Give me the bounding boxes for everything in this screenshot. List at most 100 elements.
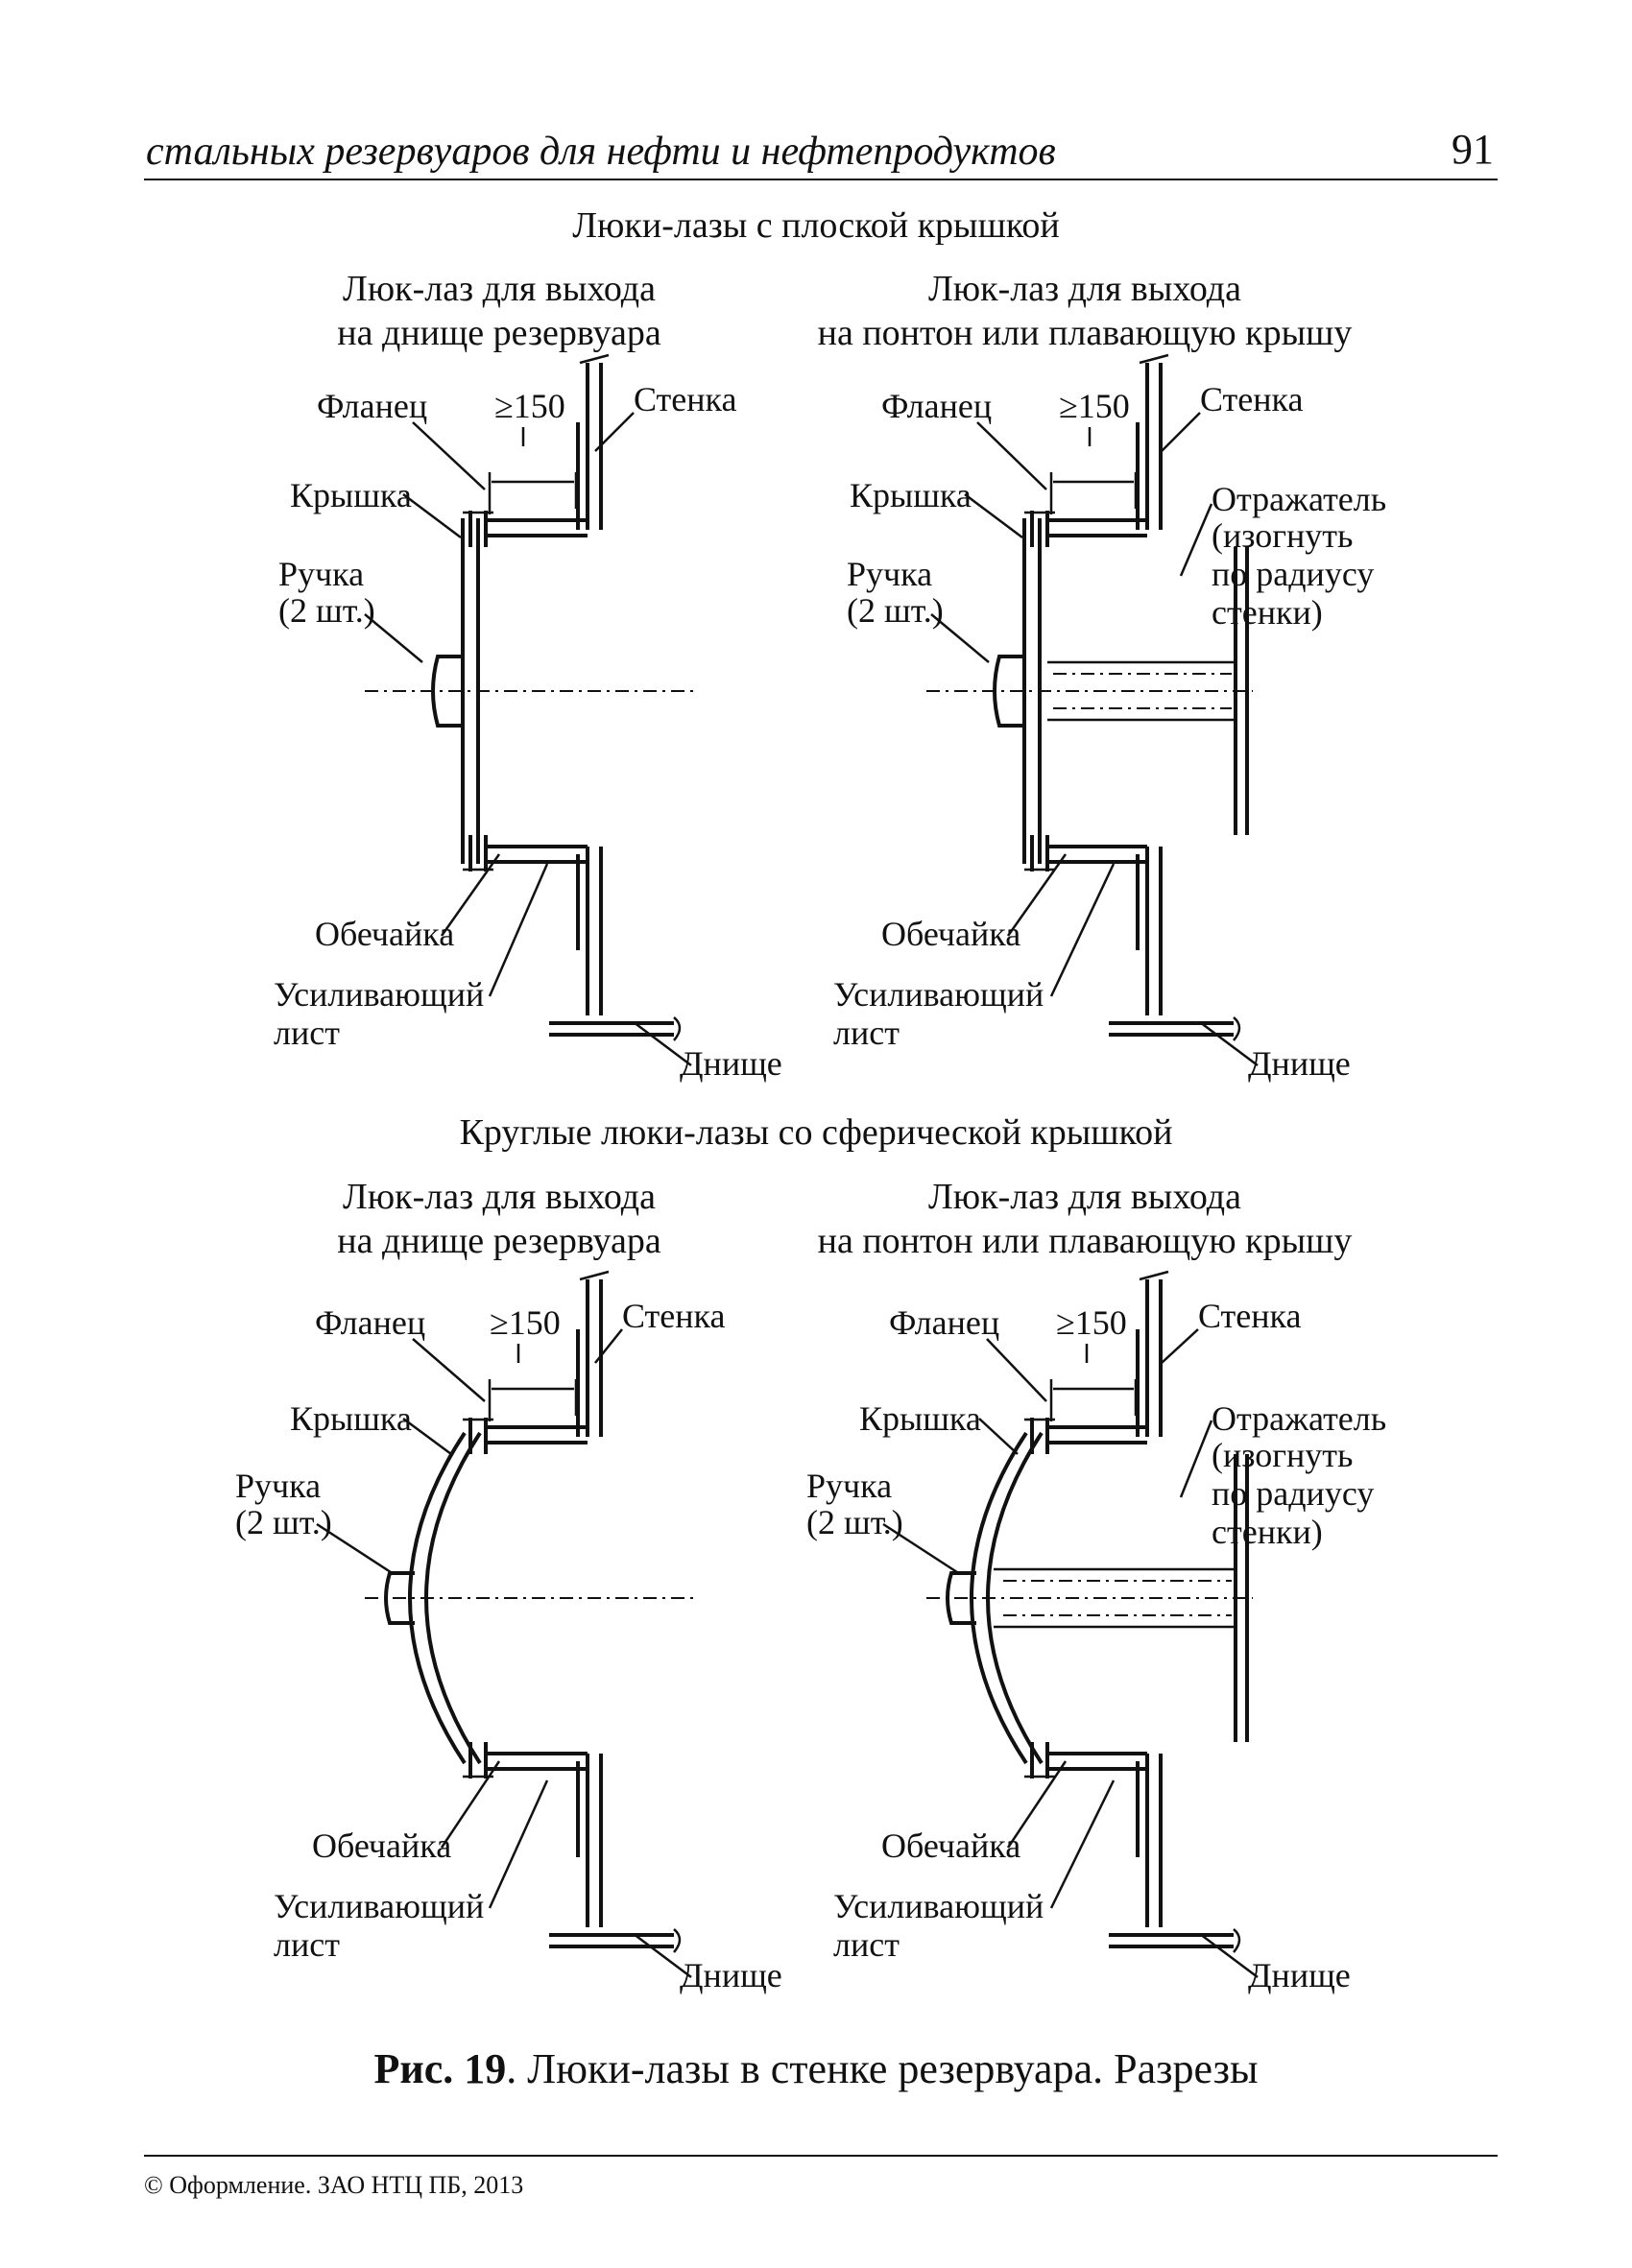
- label-handle-1: Ручка: [847, 555, 933, 593]
- leader-line: [594, 1328, 623, 1364]
- leader-line: [976, 421, 1047, 490]
- label-shell: Обечайка: [312, 1826, 452, 1865]
- heading-flat-bottom-1: Люк-лаз для выхода: [342, 269, 657, 309]
- leader-line: [488, 863, 549, 997]
- bottom-plate: [1109, 1933, 1234, 1948]
- leader-line: [1006, 1760, 1068, 1849]
- leader-line: [964, 493, 1023, 538]
- label-cover: Крышка: [290, 476, 412, 514]
- label-reflector-3: по радиусу: [1212, 1474, 1375, 1513]
- heading-round-bottom-2: на днище резервуара: [337, 1221, 661, 1261]
- label-shell: Обечайка: [315, 915, 455, 953]
- bottom-plate: [549, 1933, 674, 1948]
- label-flange: Фланец: [317, 387, 428, 425]
- leader-line: [1199, 1021, 1259, 1066]
- label-reflector-2: (изогнуть: [1212, 516, 1354, 555]
- figure-caption-text: . Люки-лазы в стенке резервуара. Разрезы: [506, 2045, 1259, 2092]
- tank-wall-lower: [1145, 1754, 1163, 1927]
- tank-wall-upper: [1145, 1279, 1163, 1437]
- bottom-plate: [1109, 1021, 1234, 1037]
- label-reinforce-1: Усиливающий: [274, 975, 485, 1014]
- label-wall: Стенка: [622, 1297, 726, 1335]
- label-handle-2: (2 шт.): [235, 1503, 332, 1541]
- label-shell: Обечайка: [881, 1826, 1021, 1865]
- label-reinforce-1: Усиливающий: [274, 1887, 485, 1925]
- leader-line: [1049, 863, 1116, 997]
- label-shell: Обечайка: [881, 915, 1021, 953]
- leader-line: [1179, 503, 1213, 577]
- label-reinforce-1: Усиливающий: [833, 1887, 1044, 1925]
- reflector-plate: [1234, 547, 1249, 835]
- spherical-cover-outer: [970, 1431, 1028, 1765]
- leader-line: [364, 613, 423, 663]
- label-reinforce-2: лист: [833, 1014, 900, 1052]
- label-reflector-1: Отражатель: [1212, 1399, 1387, 1438]
- leader-line: [412, 1338, 486, 1402]
- leader-line: [978, 1418, 1019, 1455]
- leader-line: [440, 853, 501, 937]
- label-reinforce-2: лист: [274, 1925, 340, 1964]
- leader-line: [316, 1522, 395, 1576]
- label-reflector-2: (изогнуть: [1212, 1436, 1354, 1474]
- tank-wall-upper: [586, 1279, 603, 1437]
- label-cover: Крышка: [859, 1399, 981, 1438]
- label-reflector-4: стенки): [1212, 593, 1323, 632]
- heading-flat-bottom-2: на днище резервуара: [337, 313, 661, 353]
- label-handle-1: Ручка: [278, 555, 365, 593]
- flange-bottom: [1030, 835, 1049, 871]
- tank-wall-lower: [586, 1754, 603, 1927]
- label-reflector-3: по радиусу: [1212, 555, 1375, 593]
- heading-flat-pontoon-2: на понтон или плавающую крышу: [817, 313, 1353, 353]
- heading-flat-pontoon-1: Люк-лаз для выхода: [927, 269, 1242, 309]
- label-wall: Стенка: [1200, 380, 1304, 418]
- wall-break-mark: [1139, 1270, 1169, 1281]
- shell-bottom: [488, 845, 588, 864]
- label-reflector-4: стенки): [1212, 1513, 1323, 1551]
- label-wall: Стенка: [634, 380, 737, 418]
- label-dim-150: ≥150: [494, 387, 565, 425]
- leader-line: [1006, 853, 1068, 937]
- shell-top: [488, 1425, 588, 1444]
- leader-line: [488, 1779, 549, 1909]
- tank-wall-lower: [586, 847, 603, 1015]
- heading-round-bottom-1: Люк-лаз для выхода: [342, 1177, 657, 1217]
- leader-line: [633, 1933, 692, 1978]
- label-bottom: Днище: [680, 1044, 782, 1083]
- reflector-tube-hidden: [1003, 1580, 1232, 1616]
- bottom-break-mark: [673, 1016, 682, 1041]
- shell-bottom: [1049, 845, 1147, 864]
- section-title-flat: Люки-лазы с плоской крышкой: [572, 205, 1060, 246]
- shell-top: [1049, 1425, 1147, 1444]
- spherical-cover-outer: [408, 1431, 467, 1765]
- label-handle-1: Ручка: [806, 1467, 893, 1505]
- footer-copyright: © Оформление. ЗАО НТЦ ПБ, 2013: [144, 2171, 524, 2199]
- leader-line: [930, 613, 990, 663]
- reflector-tube-hidden: [1053, 673, 1232, 709]
- leader-line: [402, 1417, 452, 1456]
- label-dim-150: ≥150: [490, 1303, 561, 1342]
- label-reinforce-1: Усиливающий: [833, 975, 1044, 1014]
- page-number: 91: [1452, 126, 1494, 173]
- wall-break-mark: [579, 353, 610, 365]
- leader-line: [1179, 1420, 1213, 1498]
- leader-line: [1161, 1328, 1199, 1364]
- leader-line: [1161, 412, 1201, 452]
- label-flange: Фланец: [315, 1303, 426, 1342]
- leader-line: [633, 1021, 692, 1066]
- reflector-plate: [1234, 1454, 1249, 1742]
- leader-line: [882, 1522, 961, 1576]
- flange-top: [468, 511, 488, 547]
- bottom-break-mark: [673, 1928, 682, 1953]
- flange-bottom: [468, 835, 488, 871]
- leader-line: [1199, 1933, 1259, 1978]
- reflector-tube: [1047, 660, 1236, 722]
- bottom-plate: [549, 1021, 674, 1037]
- label-handle-2: (2 шт.): [806, 1503, 903, 1541]
- page-header: стальных резервуаров для нефти и нефтепр…: [144, 123, 1498, 180]
- label-bottom: Днище: [1248, 1044, 1351, 1083]
- wall-break-mark: [579, 1270, 610, 1281]
- leader-line: [1049, 1779, 1116, 1909]
- running-title: стальных резервуаров для нефти и нефтепр…: [146, 130, 1056, 174]
- heading-round-pontoon-2: на понтон или плавающую крышу: [817, 1221, 1353, 1261]
